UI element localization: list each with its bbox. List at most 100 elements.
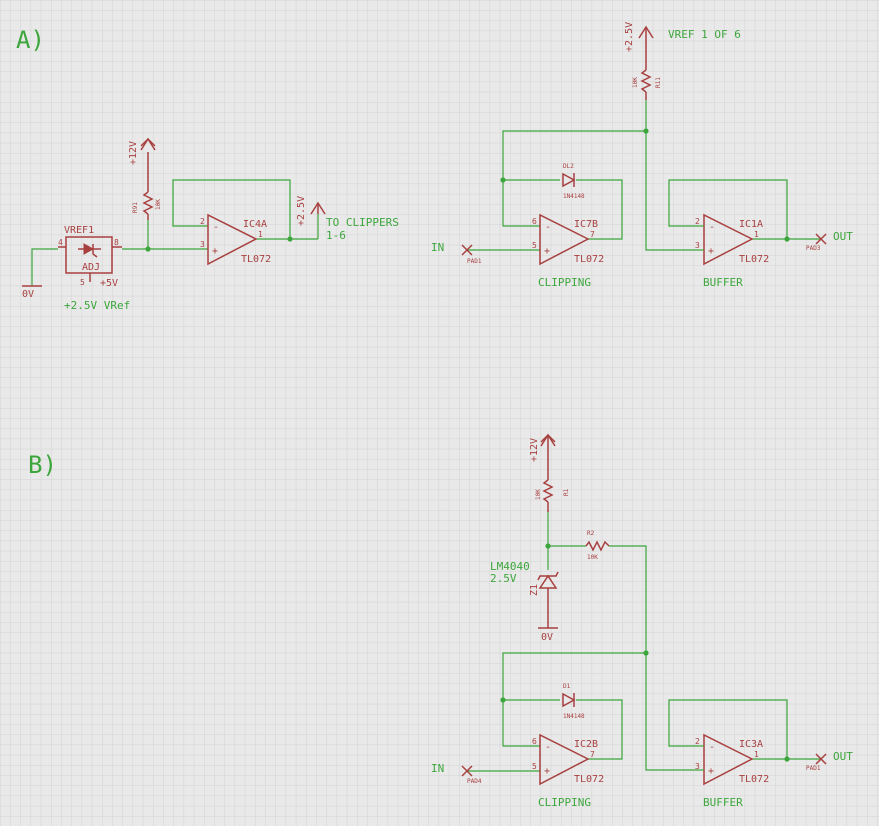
ic3a-opamp[interactable]: - + 2 3 1 IC3A TL072: [695, 733, 769, 786]
gnd-label-b: 0V: [541, 632, 553, 643]
dl2-name: DL2: [563, 163, 574, 170]
ic1a-opamp[interactable]: - + 2 3 1 IC1A TL072: [695, 213, 769, 266]
d1-type: 1N4148: [563, 713, 585, 720]
ic3a-pin1: 1: [754, 750, 759, 759]
rail-12v-a: +12V: [128, 137, 156, 165]
minus-sign: -: [213, 222, 219, 233]
rail-2v5-vref: +2.5V: [624, 22, 654, 60]
vref-supply: +5V: [100, 278, 118, 289]
rail-12v-b: +12V: [529, 433, 556, 480]
ic1a-type: TL072: [739, 254, 769, 265]
plus-sign: +: [544, 766, 550, 777]
out-pad-a[interactable]: PAD3: [806, 233, 827, 252]
wire-ic4a-feedback: [172, 179, 291, 239]
gnd-label-a: 0V: [22, 289, 34, 300]
z1-zener[interactable]: Z1: [529, 571, 559, 628]
rail-2v5-out: +2.5V: [296, 196, 326, 226]
in-label-b: IN: [431, 762, 444, 775]
clipping-caption-b: CLIPPING: [538, 796, 591, 809]
junction-dot: [145, 246, 151, 252]
section-a-title: A): [16, 26, 45, 54]
out-pad-a-name: PAD3: [806, 245, 821, 252]
wire-r2-right: [609, 545, 698, 771]
junction-dot: [287, 236, 293, 242]
z1-name: Z1: [529, 584, 540, 596]
ic2b-pin7: 7: [590, 750, 595, 759]
in-pad-b-name: PAD4: [467, 778, 482, 785]
vref-desc: +2.5V VRef: [64, 299, 130, 312]
in-pad-a-name: PAD1: [467, 258, 482, 265]
r91-value: 10K: [155, 199, 162, 210]
ic4a-pin3: 3: [200, 240, 205, 249]
out-label-a: OUT: [833, 230, 853, 243]
to-clippers-range: 1-6: [326, 229, 346, 242]
gnd-wire-a: [31, 248, 58, 286]
out-label-b: OUT: [833, 750, 853, 763]
minus-sign: -: [545, 742, 551, 753]
vref-note: VREF 1 OF 6: [668, 28, 741, 41]
wire-buf-b-feedback: [668, 699, 788, 759]
wire-diode-a-right: [576, 179, 623, 240]
ic4a-name: IC4A: [243, 219, 267, 230]
vref-name: VREF1: [64, 225, 94, 236]
r2-resistor[interactable]: R2 10K: [585, 530, 610, 561]
r11-value: 10K: [632, 77, 639, 88]
rail-12v-a-label: +12V: [128, 141, 139, 165]
vref-pin4: 4: [58, 238, 63, 247]
ic3a-type: TL072: [739, 774, 769, 785]
junction-dot: [784, 756, 790, 762]
dl2-diode[interactable]: DL2 1N4148: [562, 163, 585, 200]
ic7b-pin7: 7: [590, 230, 595, 239]
out-pad-b[interactable]: PAD1: [806, 753, 827, 772]
vref-adj: ADJ: [82, 262, 100, 273]
ic2b-name: IC2B: [574, 739, 598, 750]
ic2b-opamp[interactable]: - + 6 5 7 IC2B TL072: [532, 733, 604, 786]
d1-name: D1: [563, 683, 571, 690]
dl2-type: 1N4148: [563, 193, 585, 200]
ic2b-pin5: 5: [532, 762, 537, 771]
r91-name: R91: [132, 202, 139, 213]
ic3a-pin2: 2: [695, 737, 700, 746]
r2-name: R2: [587, 530, 595, 537]
r2-value: 10K: [587, 554, 598, 561]
r11-resistor[interactable]: 10K R11: [632, 60, 662, 100]
ic3a-name: IC3A: [739, 739, 763, 750]
ic4a-pin1: 1: [258, 230, 263, 239]
rail-2v5-out-label: +2.5V: [296, 196, 307, 226]
ic4a-type: TL072: [241, 254, 271, 265]
ic7b-type: TL072: [574, 254, 604, 265]
ic7b-pin5: 5: [532, 241, 537, 250]
wire-diode-b-right: [576, 699, 623, 760]
r1-value: 10K: [535, 489, 542, 500]
in-pad-b[interactable]: PAD4: [461, 765, 482, 785]
ic1a-pin3: 3: [695, 241, 700, 250]
vref-block[interactable]: VREF1 ADJ 4 8 5 +5V +2.5V VRef: [58, 225, 130, 312]
zener-part: LM4040: [490, 560, 530, 573]
ic2b-type: TL072: [574, 774, 604, 785]
ic4a-opamp[interactable]: - + 2 3 1 IC4A TL072: [200, 213, 271, 266]
ic1a-name: IC1A: [739, 219, 763, 230]
ic1a-pin1: 1: [754, 230, 759, 239]
r1-resistor[interactable]: 10K R1: [535, 479, 570, 512]
junction-dot: [784, 236, 790, 242]
rail-2v5-vref-label: +2.5V: [624, 22, 635, 52]
minus-sign: -: [709, 222, 715, 233]
vref-pin5: 5: [80, 278, 85, 287]
minus-sign: -: [709, 742, 715, 753]
in-label-a: IN: [431, 241, 444, 254]
plus-sign: +: [212, 246, 218, 257]
ic2b-pin6: 6: [532, 737, 537, 746]
vref-pin8: 8: [114, 238, 119, 247]
section-b: B) +12V 10K R1 R2 10K: [28, 433, 853, 809]
ic7b-pin6: 6: [532, 217, 537, 226]
wire-buf-a-feedback: [668, 179, 788, 239]
ic7b-opamp[interactable]: - + 6 5 7 IC7B TL072: [532, 213, 604, 266]
section-b-title: B): [28, 451, 57, 479]
plus-sign: +: [544, 246, 550, 257]
ic1a-pin2: 2: [695, 217, 700, 226]
in-pad-a[interactable]: PAD1: [461, 244, 482, 265]
d1-diode[interactable]: D1 1N4148: [562, 683, 585, 720]
r1-name: R1: [563, 488, 570, 496]
r91-resistor[interactable]: R91 10K: [132, 152, 162, 220]
